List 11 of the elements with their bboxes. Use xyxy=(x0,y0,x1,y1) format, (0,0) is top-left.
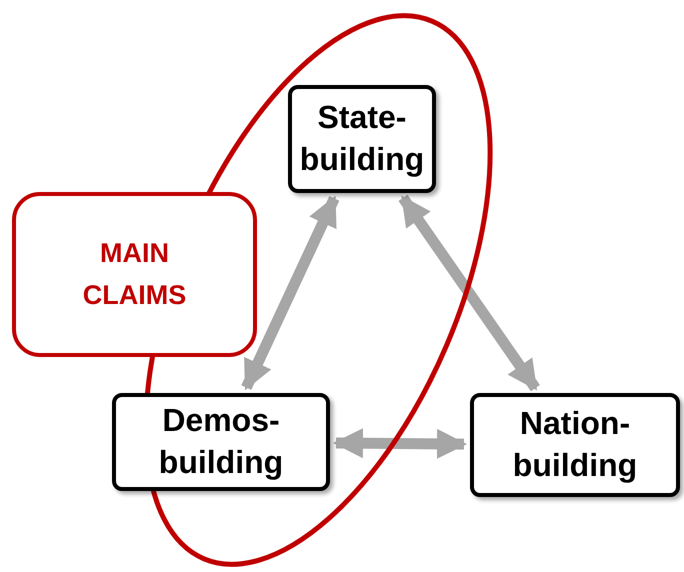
double-arrow xyxy=(333,428,467,459)
box-label: Nation- building xyxy=(512,404,638,485)
callout-text: MAIN CLAIMS xyxy=(82,236,188,312)
process-box xyxy=(470,393,680,497)
box-label: State- building xyxy=(298,98,426,179)
double-arrow xyxy=(241,196,340,390)
process-box xyxy=(288,85,436,193)
callout-box xyxy=(12,192,257,357)
box-label: Demos- building xyxy=(158,401,284,482)
process-box xyxy=(112,393,330,491)
double-arrow xyxy=(398,194,540,392)
